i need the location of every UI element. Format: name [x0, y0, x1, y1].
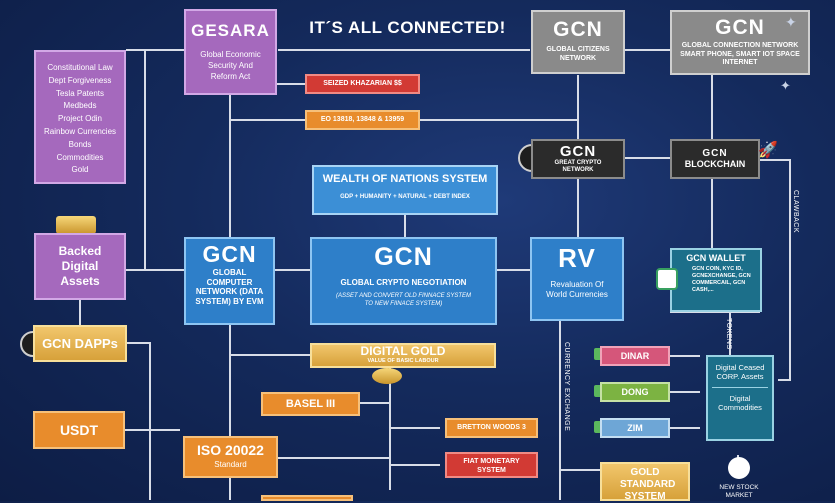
list-item: Dept Forgiveness — [48, 75, 112, 85]
list-item: Project Odin — [57, 114, 103, 124]
list-item: Bonds — [68, 139, 92, 149]
list-item: Gold — [71, 165, 89, 175]
list-item: Rainbow Currencies — [43, 126, 117, 136]
left-list-box: Constitutional Law Dept Forgiveness Tesl… — [34, 50, 126, 184]
iso-desc: Standard — [214, 460, 247, 469]
gcn-crypto-network-title: GCN — [559, 143, 597, 160]
list-item: Medbeds — [63, 101, 97, 111]
currency-exchange-label: CURRENCY EXCHANGE — [563, 342, 570, 432]
gcn-connection-title: GCN — [715, 16, 765, 39]
digital-assets-box: Digital Ceased CORP. Assets Digital Comm… — [706, 355, 774, 441]
backed-digital-assets-label: Backed Digital Assets — [58, 244, 102, 288]
satellite-icon: ✦ — [785, 14, 797, 30]
wealth-desc: GDP + HUMANITY + NATURAL + DEBT INDEX — [340, 194, 470, 200]
digital-gold-title: DIGITAL GOLD — [360, 344, 446, 358]
gold-standard-box: GOLD STANDARD SYSTEM — [600, 462, 690, 502]
gcn-computer-title: GCN — [202, 241, 257, 267]
gcn-connection-desc: GLOBAL CONNECTION NETWORK SMART PHONE, S… — [680, 42, 800, 66]
list-item: Commodities — [56, 152, 104, 162]
list-item: Constitutional Law — [47, 63, 113, 72]
rv-box: RV Revaluation Of World Currencies — [530, 237, 624, 321]
gcn-citizens-title: GCN — [553, 18, 603, 41]
gcn-negotiation-desc: GLOBAL CRYPTO NEGOTIATION — [340, 278, 467, 287]
gcn-blockchain-desc: BLOCKCHAIN — [684, 159, 746, 169]
backed-digital-assets-box: Backed Digital Assets — [34, 233, 126, 300]
digital-commodities: Digital Commodities — [718, 394, 762, 412]
main-title: IT´S ALL CONNECTED! — [309, 18, 506, 37]
gcn-wallet-box: GCN WALLET GCN COIN, KYC ID, GCNEXCHANGE… — [670, 248, 762, 312]
gcn-citizens-box: GCN GLOBAL CITIZENS NETWORK — [531, 10, 625, 74]
usdt-box: USDT — [33, 411, 125, 449]
dinar-box: DINAR — [600, 346, 670, 366]
clawback-label: CLAWBACK — [792, 190, 799, 234]
wealth-title: WEALTH OF NATIONS SYSTEM — [322, 173, 488, 185]
digital-gold-box: DIGITAL GOLD VALUE OF BASIC LABOUR — [310, 343, 496, 368]
gcn-computer-network-box: GCN GLOBAL COMPUTER NETWORK (DATA SYSTEM… — [184, 237, 275, 325]
digital-ceased-assets: Digital Ceased CORP. Assets — [715, 363, 765, 381]
gcn-blockchain-title: GCN — [702, 148, 728, 159]
partial-bottom-box — [261, 495, 353, 501]
stock-chart-icon — [728, 457, 750, 479]
gold-bars-icon — [56, 216, 96, 234]
gold-coins-icon — [372, 368, 402, 384]
gcn-negotiation-box: GCN GLOBAL CRYPTO NEGOTIATION (ASSET AND… — [310, 237, 497, 325]
rv-desc: Revaluation Of World Currencies — [546, 280, 608, 299]
iso-box: ISO 20022 Standard — [183, 436, 278, 478]
gcn-negotiation-title: GCN — [374, 243, 433, 271]
gcn-wallet-title: GCN WALLET — [686, 253, 746, 263]
seized-box: SEIZED KHAZARIAN $$ — [305, 74, 420, 94]
bretton-woods-box: BRETTON WOODS 3 — [445, 418, 538, 438]
gesara-box: GESARA Global Economic Security And Refo… — [184, 9, 277, 95]
gcn-citizens-desc: GLOBAL CITIZENS NETWORK — [546, 46, 610, 62]
gcn-computer-desc: GLOBAL COMPUTER NETWORK (DATA SYSTEM) BY… — [195, 268, 264, 306]
wallet-icon — [656, 268, 678, 290]
stock-market-label: NEW STOCK MARKET — [719, 484, 759, 499]
fiat-monetary-box: FIAT MONETARY SYSTEM — [445, 452, 538, 478]
gcn-blockchain-box: GCN BLOCKCHAIN — [670, 139, 760, 179]
satellite-icon: ✦ — [780, 78, 791, 93]
gcn-dapps-box: GCN DAPPs — [33, 325, 127, 362]
gcn-negotiation-sub: (ASSET AND CONVERT OLD FINNACE SYSTEM TO… — [335, 293, 472, 307]
gesara-desc: Global Economic Security And Reform Act — [200, 50, 261, 81]
iso-title: ISO 20022 — [197, 442, 264, 458]
wealth-of-nations-box: WEALTH OF NATIONS SYSTEM GDP + HUMANITY … — [312, 165, 498, 215]
zim-box: ZIM — [600, 418, 670, 438]
rv-title: RV — [558, 243, 596, 273]
gcn-wallet-desc: GCN COIN, KYC ID, GCNEXCHANGE, GCN COMME… — [692, 266, 751, 293]
eo-box: EO 13818, 13848 & 13959 — [305, 110, 420, 130]
gesara-title: GESARA — [191, 21, 270, 40]
tokens-label: TOKENS — [725, 318, 732, 350]
rocket-icon: 🚀 — [758, 142, 778, 159]
gcn-crypto-network-box: GCN GREAT CRYPTO NETWORK — [531, 139, 625, 179]
digital-gold-desc: VALUE OF BASIC LABOUR — [367, 358, 439, 364]
dong-box: DONG — [600, 382, 670, 402]
gcn-crypto-network-desc: GREAT CRYPTO NETWORK — [554, 160, 602, 173]
list-item: Tesla Patents — [55, 88, 105, 98]
gcn-connection-box: GCN GLOBAL CONNECTION NETWORK SMART PHON… — [670, 10, 810, 75]
basel-box: BASEL III — [261, 392, 360, 416]
